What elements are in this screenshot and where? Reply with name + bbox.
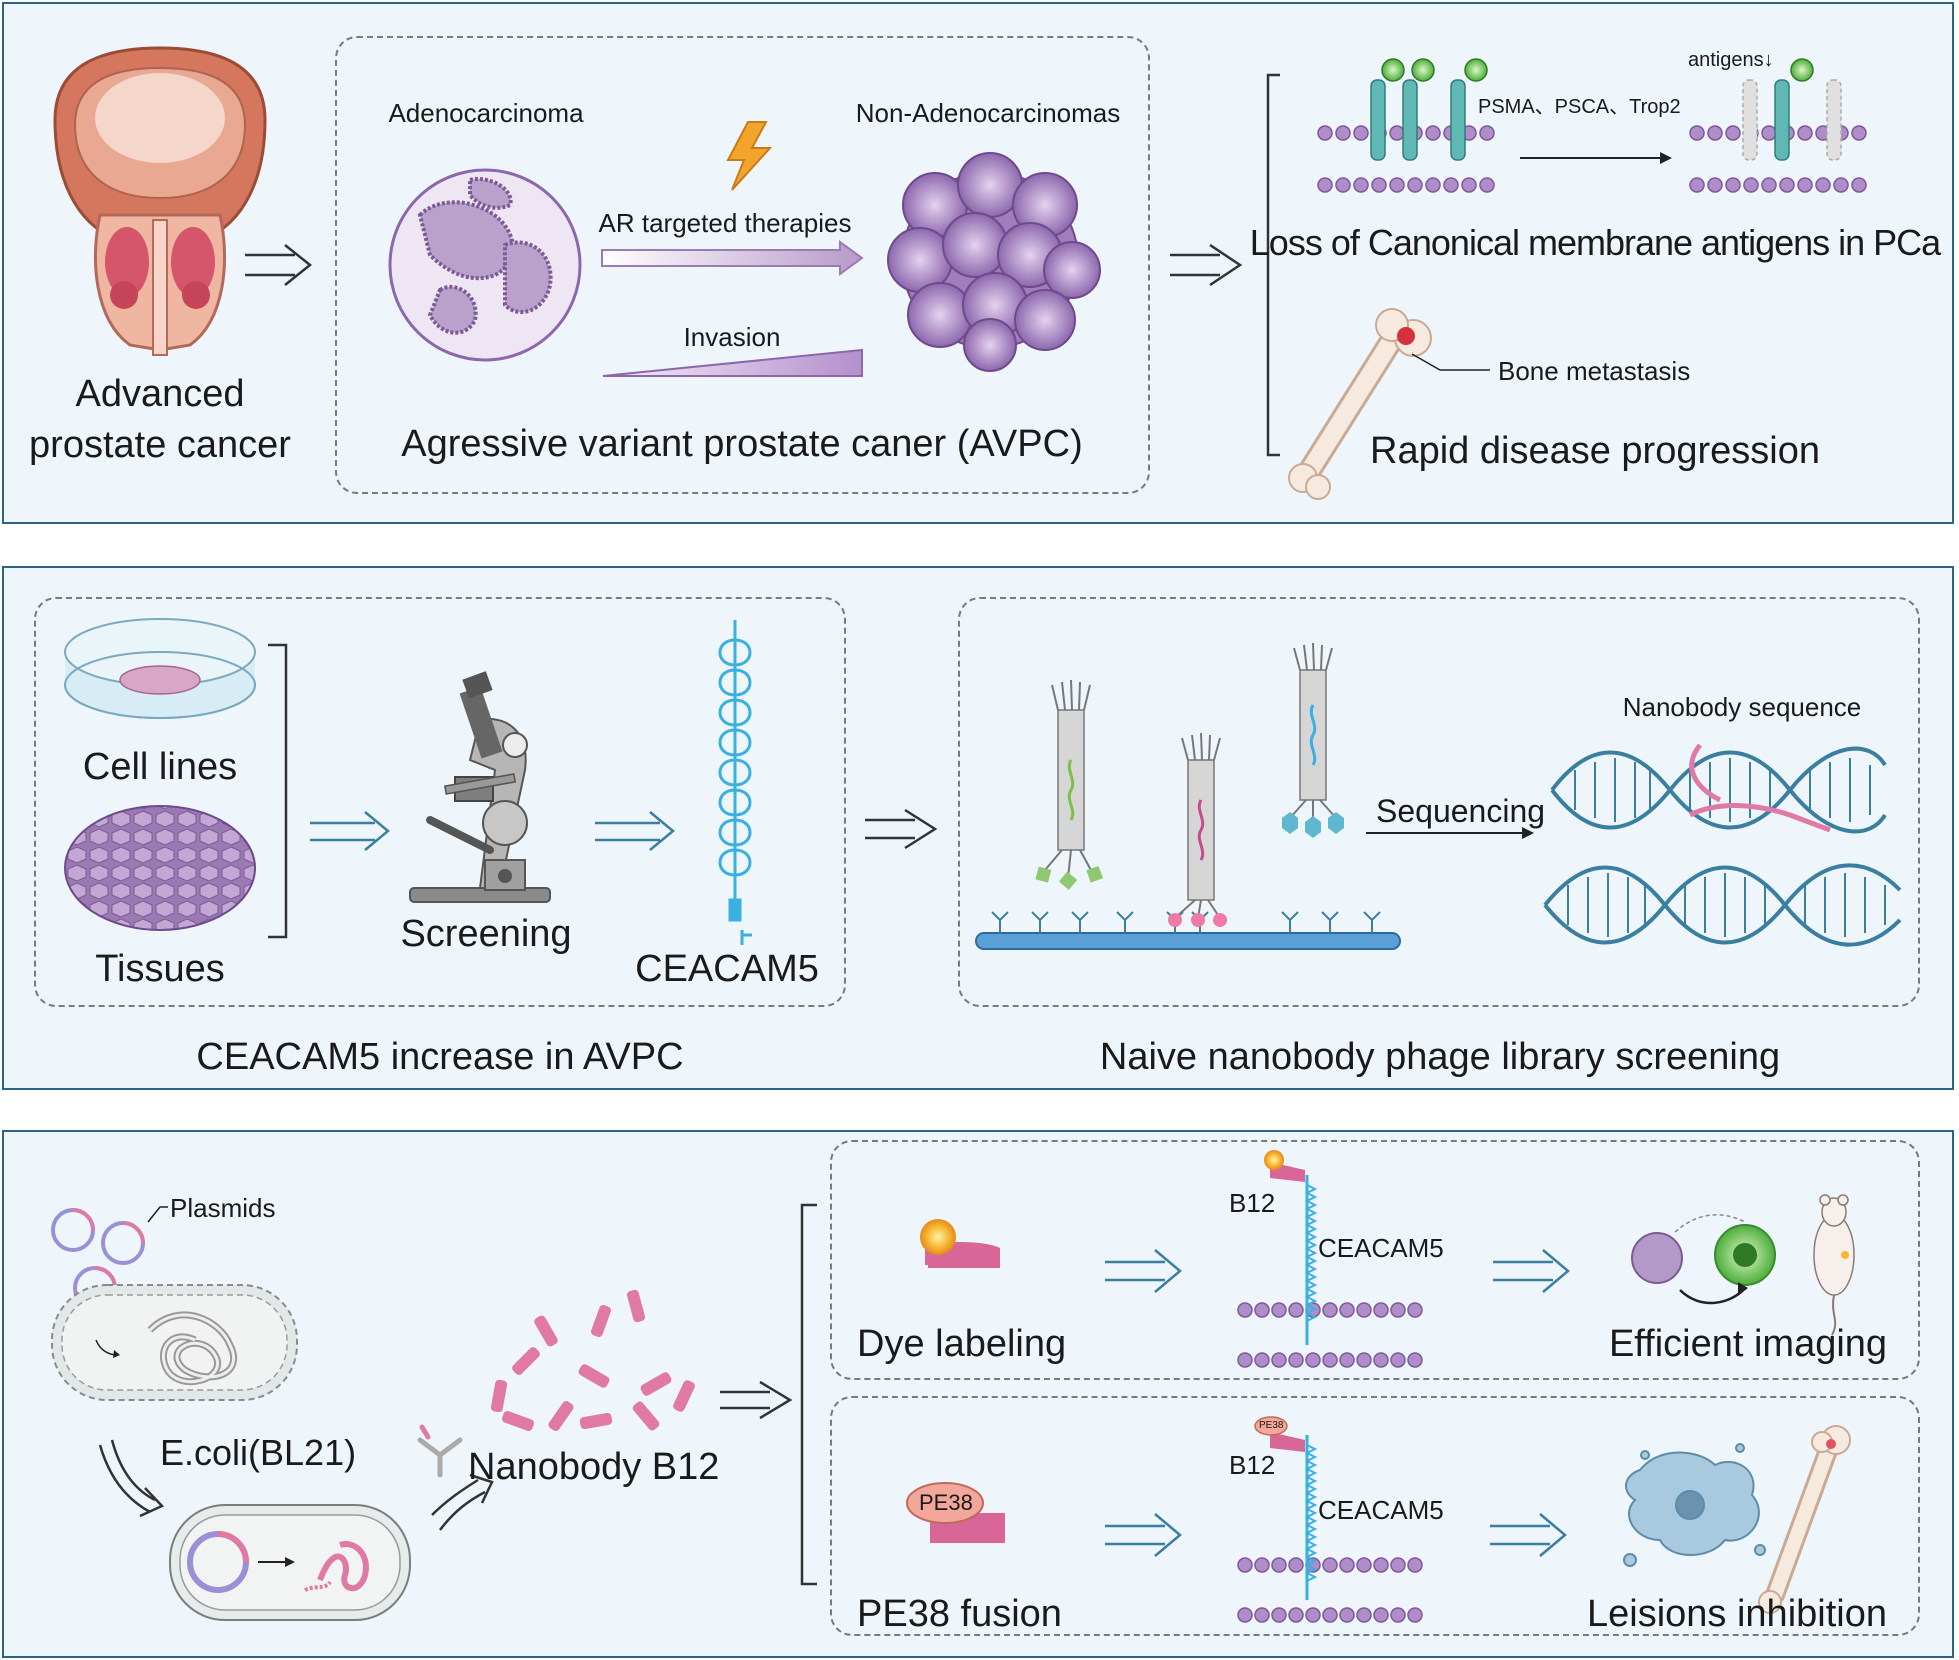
bone-healed [1758, 1425, 1851, 1614]
pe38-nanobody [906, 1482, 1005, 1543]
microscope-icon [409, 671, 551, 903]
dna-helix-1 [1550, 746, 1887, 834]
membrane-ceacam5-bottom [1237, 1416, 1423, 1623]
pe38-small-label: PE38 [1259, 1420, 1284, 1431]
nanobody-sequence-label: Nanobody sequence [1622, 692, 1862, 722]
ceacam5-caption: CEACAM5 increase in AVPC [196, 1036, 684, 1078]
b12-bottom-label: B12 [1229, 1450, 1276, 1480]
avpc-group [335, 36, 1150, 494]
nanobody-fragments [490, 1289, 695, 1431]
ar-therapies-label: AR targeted therapies [598, 208, 852, 238]
antigens-label: antigens↓ [1688, 49, 1774, 71]
adenocarcinoma-tissue [388, 168, 582, 362]
efficient-imaging-label: Efficient imaging [1608, 1323, 1888, 1365]
screening-label: Screening [400, 913, 572, 955]
expression-cell [169, 1504, 411, 1621]
phage-3 [1282, 642, 1344, 838]
prostate-label-line2: prostate cancer [29, 424, 291, 466]
membrane-ceacam5-top [1237, 1150, 1423, 1368]
antigen-names-label: PSMA、PSCA、Trop2 [1478, 96, 1681, 118]
pe38-fusion-label: PE38 fusion [857, 1593, 1062, 1635]
bone-illustration [1288, 308, 1490, 500]
invasion-label: Invasion [683, 322, 781, 352]
ceacam5-top-label: CEACAM5 [1318, 1233, 1444, 1263]
ceacam5-bottom-label: CEACAM5 [1318, 1495, 1444, 1525]
dye-labeling-label: Dye labeling [857, 1323, 1067, 1365]
plasmids-label: Plasmids [170, 1193, 276, 1223]
bone-metastasis-label: Bone metastasis [1498, 356, 1691, 386]
ceacam5-group [34, 597, 846, 1007]
phage-caption: Naive nanobody phage library screening [1099, 1036, 1781, 1078]
membrane-antigens-after [1689, 58, 1867, 193]
prostate-label-line1: Advanced [75, 373, 245, 415]
ceacam5-molecule [718, 620, 752, 945]
pe38-group [830, 1396, 1920, 1636]
phage-1 [1035, 679, 1103, 890]
pe38-label: PE38 [919, 1490, 973, 1515]
avpc-caption: Agressive variant prostate caner (AVPC) [401, 423, 1083, 465]
lesion-cells [1623, 1443, 1766, 1567]
non-adenocarcinoma-cluster [887, 152, 1101, 372]
phage-plate [975, 932, 1401, 950]
b12-top-label: B12 [1229, 1188, 1276, 1218]
ecoli-label: E.coli(BL21) [160, 1432, 357, 1473]
tissue-sample [64, 805, 256, 931]
rapid-progression-caption: Rapid disease progression [1370, 430, 1820, 472]
cell-lines-label: Cell lines [82, 746, 238, 788]
ecoli-cell [51, 1284, 298, 1401]
tissues-label: Tissues [95, 948, 225, 990]
antibody-icon [417, 1424, 463, 1478]
nanobody-b12-label: Nanobody B12 [468, 1446, 720, 1488]
imaging-cells [1631, 1214, 1776, 1305]
phage-2 [1168, 732, 1227, 927]
ceacam5-label: CEACAM5 [635, 948, 819, 990]
mouse-icon [1813, 1194, 1855, 1336]
membrane-antigens-before [1317, 58, 1495, 193]
non-adenocarcinomas-label: Non-Adenocarcinomas [855, 98, 1121, 128]
adenocarcinoma-label: Adenocarcinoma [388, 98, 584, 128]
dye-group [830, 1140, 1920, 1380]
dye-labeled-nanobody [920, 1219, 1000, 1268]
lesions-inhibition-label: Leisions inhibition [1587, 1593, 1887, 1635]
loss-caption: Loss of Canonical membrane antigens in P… [1249, 222, 1941, 263]
dna-helix-2 [1543, 863, 1902, 947]
petri-dish [64, 618, 256, 719]
sequencing-label: Sequencing [1376, 793, 1546, 829]
phage-group [958, 597, 1920, 1007]
prostate-illustration [53, 46, 267, 356]
